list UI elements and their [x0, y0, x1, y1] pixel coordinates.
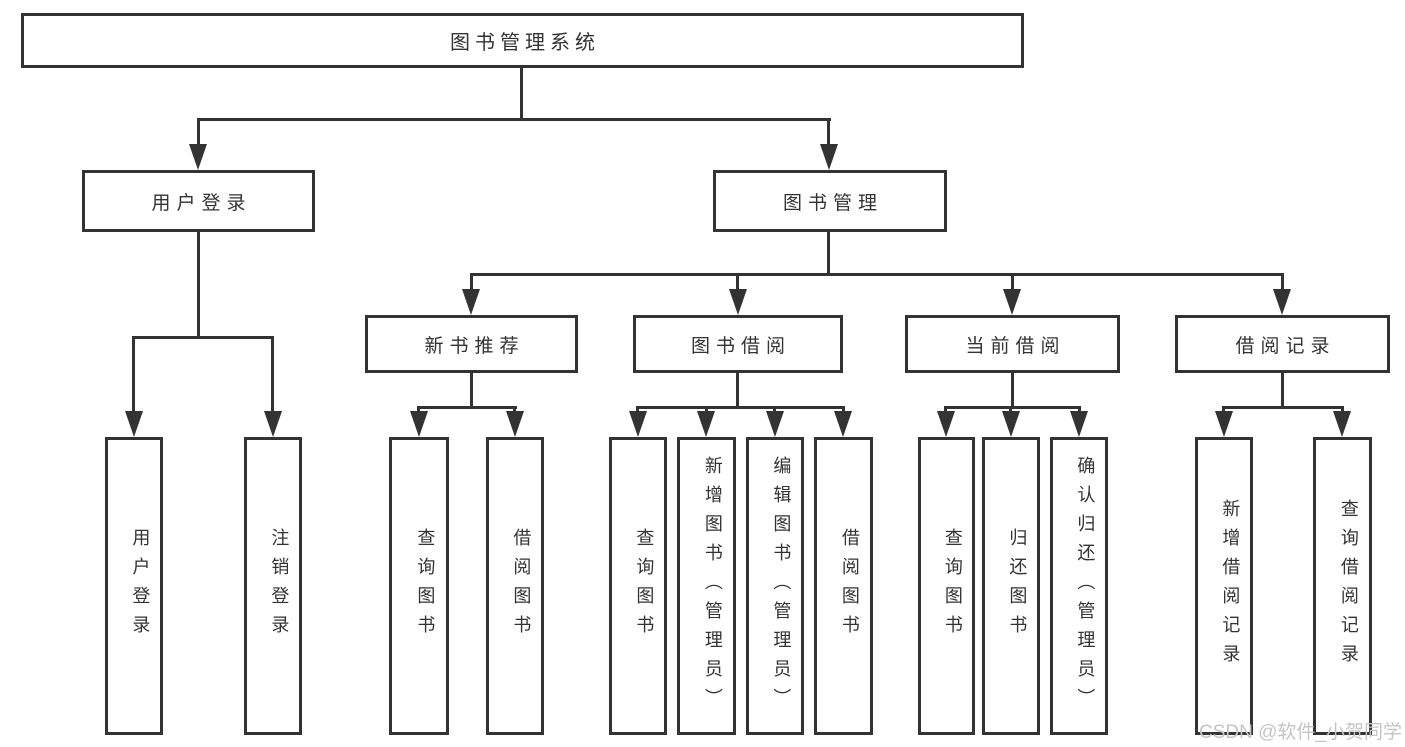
- leaf-add-book-admin: 新增图书（管理员）: [677, 437, 736, 735]
- node-book-management: 图书管理: [713, 170, 947, 232]
- leaf-logout: 注销登录: [244, 437, 302, 735]
- connector-vline: [827, 232, 830, 276]
- leaf-query-books-current-label: 查询图书: [942, 528, 963, 644]
- connector-vline: [944, 406, 947, 415]
- arrowhead-down-icon: [1070, 411, 1088, 437]
- connector-vline: [197, 118, 200, 146]
- leaf-query-books-recommend-label: 查询图书: [415, 528, 436, 644]
- connector-vline: [1011, 373, 1014, 409]
- node-borrow-records-label: 借阅记录: [1235, 335, 1336, 357]
- connector-vline: [417, 406, 420, 415]
- arrowhead-down-icon: [1002, 411, 1020, 437]
- leaf-edit-book-admin-label: 编辑图书（管理员）: [771, 455, 792, 717]
- node-book-borrow: 图书借阅: [633, 315, 843, 373]
- leaf-add-book-admin-label: 新增图书（管理员）: [702, 455, 723, 717]
- leaf-borrow-books-label: 借阅图书: [839, 528, 860, 644]
- arrowhead-down-icon: [834, 411, 852, 437]
- connector-vline: [271, 336, 274, 413]
- leaf-add-borrow-record-label: 新增借阅记录: [1220, 499, 1241, 673]
- connector-hline: [944, 406, 1081, 409]
- connector-hline: [1222, 406, 1344, 409]
- connector-vline: [1078, 406, 1081, 415]
- node-new-book-recommend-label: 新书推荐: [424, 335, 525, 357]
- connector-vline: [773, 406, 776, 415]
- arrowhead-down-icon: [766, 411, 784, 437]
- connector-vline: [827, 118, 830, 146]
- arrowhead-down-icon: [1273, 289, 1291, 315]
- connector-vline: [1011, 273, 1014, 291]
- arrowhead-down-icon: [1215, 411, 1233, 437]
- leaf-return-book: 归还图书: [982, 437, 1040, 735]
- connector-vline: [513, 406, 516, 415]
- leaf-add-borrow-record: 新增借阅记录: [1195, 437, 1253, 735]
- leaf-confirm-return-admin: 确认归还（管理员）: [1050, 437, 1108, 735]
- connector-hline: [636, 406, 845, 409]
- arrowhead-down-icon: [264, 411, 282, 437]
- connector-hline: [132, 336, 274, 339]
- leaf-query-books-borrow-label: 查询图书: [634, 528, 655, 644]
- node-current-borrow-label: 当前借阅: [965, 335, 1066, 357]
- leaf-borrow-books: 借阅图书: [814, 437, 873, 735]
- connector-hline: [470, 273, 1284, 276]
- connector-vline: [1222, 406, 1225, 415]
- leaf-confirm-return-admin-label: 确认归还（管理员）: [1075, 455, 1096, 717]
- connector-vline: [842, 406, 845, 415]
- leaf-user-login: 用户登录: [105, 437, 163, 735]
- node-root: 图书管理系统: [21, 13, 1024, 68]
- arrowhead-down-icon: [410, 411, 428, 437]
- node-borrow-records: 借阅记录: [1175, 315, 1390, 373]
- arrowhead-down-icon: [729, 289, 747, 315]
- connector-vline: [520, 65, 523, 121]
- leaf-borrow-books-recommend-label: 借阅图书: [511, 528, 532, 644]
- connector-vline: [470, 273, 473, 291]
- connector-vline: [705, 406, 708, 415]
- node-current-borrow: 当前借阅: [905, 315, 1120, 373]
- leaf-borrow-books-recommend: 借阅图书: [486, 437, 544, 735]
- leaf-logout-label: 注销登录: [269, 528, 290, 644]
- arrowhead-down-icon: [125, 411, 143, 437]
- connector-vline: [1281, 273, 1284, 291]
- arrowhead-down-icon: [506, 411, 524, 437]
- node-user-login-label: 用户登录: [151, 192, 252, 214]
- arrowhead-down-icon: [697, 411, 715, 437]
- connector-vline: [132, 336, 135, 413]
- connector-vline: [1009, 406, 1012, 415]
- connector-vline: [736, 273, 739, 291]
- arrowhead-down-icon: [629, 411, 647, 437]
- arrowhead-down-icon: [820, 144, 838, 170]
- leaf-query-books-borrow: 查询图书: [609, 437, 667, 735]
- leaf-query-books-recommend: 查询图书: [389, 437, 449, 735]
- arrowhead-down-icon: [1003, 289, 1021, 315]
- node-book-borrow-label: 图书借阅: [690, 335, 791, 357]
- leaf-query-borrow-record-label: 查询借阅记录: [1338, 499, 1359, 673]
- connector-hline: [417, 406, 517, 409]
- leaf-query-books-current: 查询图书: [918, 437, 975, 735]
- arrowhead-down-icon: [937, 411, 955, 437]
- arrowhead-down-icon: [462, 289, 480, 315]
- arrowhead-down-icon: [1333, 411, 1351, 437]
- leaf-edit-book-admin: 编辑图书（管理员）: [746, 437, 804, 735]
- arrowhead-down-icon: [189, 144, 207, 170]
- connector-vline: [1281, 373, 1284, 409]
- connector-vline: [736, 373, 739, 409]
- csdn-watermark: CSDN @软件_小贺同学: [1199, 722, 1402, 743]
- connector-vline: [470, 373, 473, 409]
- leaf-query-borrow-record: 查询借阅记录: [1313, 437, 1372, 735]
- connector-vline: [636, 406, 639, 415]
- connector-hline: [197, 118, 831, 121]
- connector-vline: [1341, 406, 1344, 415]
- node-new-book-recommend: 新书推荐: [365, 315, 578, 373]
- node-root-label: 图书管理系统: [450, 32, 600, 54]
- leaf-return-book-label: 归还图书: [1007, 528, 1028, 644]
- connector-vline: [197, 232, 200, 339]
- node-book-management-label: 图书管理: [782, 192, 883, 214]
- node-user-login: 用户登录: [82, 170, 315, 232]
- leaf-user-login-label: 用户登录: [130, 528, 151, 644]
